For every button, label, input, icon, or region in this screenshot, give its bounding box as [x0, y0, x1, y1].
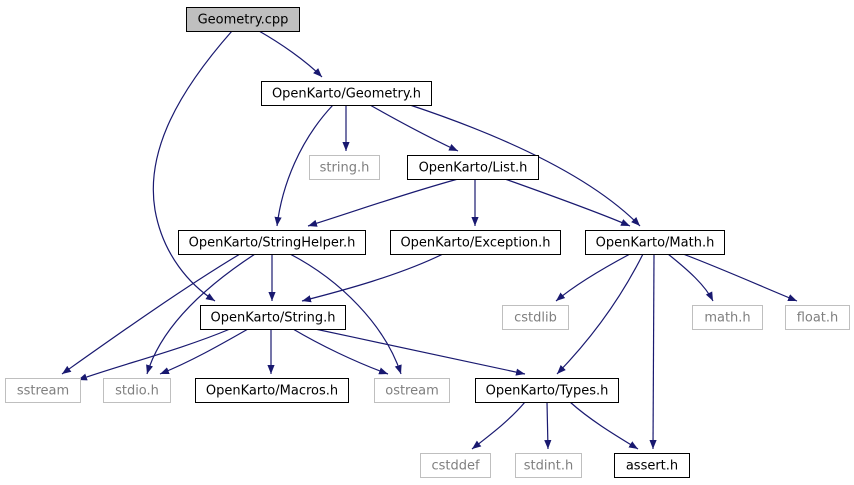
node-sstream: sstream: [5, 378, 81, 403]
node-label: stdio.h: [115, 384, 159, 399]
node-label: sstream: [17, 384, 69, 399]
edge-ok-math-h-to-ok-types-h: [556, 253, 644, 375]
node-ok-list-h[interactable]: OpenKarto/List.h: [407, 155, 539, 180]
node-label: float.h: [797, 311, 839, 326]
node-math-h: math.h: [692, 305, 763, 330]
edge-ok-exception-h-to-ok-string-h: [301, 253, 444, 303]
edge-ok-string-h-to-ok-types-h: [314, 328, 526, 376]
node-label: ostream: [385, 384, 439, 399]
edge-ok-string-h-to-stdio-h: [159, 328, 249, 375]
node-label: Geometry.cpp: [198, 13, 289, 28]
node-label: OpenKarto/Macros.h: [206, 384, 338, 399]
node-box: [785, 305, 850, 330]
edge-ok-types-h-to-stdint-h: [544, 401, 552, 450]
node-cstddef: cstddef: [420, 453, 491, 478]
edge-geometry-cpp-to-ok-string-h: [152, 30, 233, 302]
node-ok-macros-h[interactable]: OpenKarto/Macros.h: [195, 378, 349, 403]
edge-ok-math-h-to-math-h: [667, 253, 714, 302]
node-label: string.h: [320, 161, 370, 176]
node-box: [374, 378, 450, 403]
edge-ok-list-h-to-ok-stringhelper-h: [307, 178, 459, 227]
edge-ok-geometry-h-to-ok-math-h: [409, 104, 641, 227]
edge-ok-list-h-to-ok-math-h: [504, 178, 631, 227]
node-ok-stringhelper-h[interactable]: OpenKarto/StringHelper.h: [178, 230, 366, 255]
node-label: stdint.h: [524, 459, 573, 474]
node-label: OpenKarto/Exception.h: [400, 236, 550, 251]
node-cstdlib: cstdlib: [502, 305, 569, 330]
node-box: [309, 155, 380, 180]
node-assert-h[interactable]: assert.h: [614, 453, 690, 478]
node-box: [407, 155, 539, 180]
node-label: OpenKarto/Types.h: [486, 384, 609, 399]
node-label: OpenKarto/Math.h: [596, 236, 715, 251]
node-label: OpenKarto/String.h: [211, 311, 336, 326]
edge-ok-string-h-to-sstream: [77, 328, 231, 381]
node-ok-geometry-h[interactable]: OpenKarto/Geometry.h: [261, 81, 432, 106]
node-box: [200, 305, 346, 330]
node-box: [515, 453, 582, 478]
edge-ok-math-h-to-float-h: [682, 253, 798, 302]
node-box: [502, 305, 569, 330]
edge-ok-stringhelper-h-to-sstream: [61, 253, 241, 375]
node-ok-string-h[interactable]: OpenKarto/String.h: [200, 305, 346, 330]
node-label: OpenKarto/StringHelper.h: [189, 236, 356, 251]
edge-ok-geometry-h-to-ok-list-h: [369, 104, 459, 152]
node-string-h: string.h: [309, 155, 380, 180]
node-label: OpenKarto/Geometry.h: [272, 87, 421, 102]
node-box: [186, 7, 300, 32]
edge-ok-math-h-to-assert-h: [649, 253, 657, 450]
node-box: [5, 378, 81, 403]
node-label: assert.h: [626, 459, 678, 474]
node-label: cstdlib: [514, 311, 557, 326]
edge-ok-stringhelper-h-to-stdio-h: [146, 253, 256, 375]
edge-ok-types-h-to-assert-h: [569, 401, 639, 450]
node-label: math.h: [704, 311, 750, 326]
edges-layer: [61, 30, 798, 450]
edge-ok-string-h-to-ostream: [292, 328, 389, 375]
node-ok-types-h[interactable]: OpenKarto/Types.h: [475, 378, 619, 403]
node-geometry-cpp[interactable]: Geometry.cpp: [186, 7, 300, 32]
node-label: cstddef: [431, 459, 480, 474]
node-box: [195, 378, 349, 403]
node-ok-math-h[interactable]: OpenKarto/Math.h: [585, 230, 725, 255]
node-box: [692, 305, 763, 330]
edge-ok-math-h-to-cstdlib: [555, 253, 631, 302]
edge-geometry-cpp-to-ok-geometry-h: [258, 30, 323, 78]
node-stdio-h: stdio.h: [103, 378, 171, 403]
node-box: [261, 81, 432, 106]
edge-ok-stringhelper-h-to-ostream: [289, 253, 402, 375]
node-box: [390, 230, 561, 255]
node-float-h: float.h: [785, 305, 850, 330]
edge-ok-types-h-to-cstddef: [471, 401, 526, 450]
node-box: [614, 453, 690, 478]
node-box: [475, 378, 619, 403]
node-label: OpenKarto/List.h: [419, 161, 528, 176]
node-ok-exception-h[interactable]: OpenKarto/Exception.h: [390, 230, 561, 255]
node-box: [178, 230, 366, 255]
node-box: [103, 378, 171, 403]
node-box: [585, 230, 725, 255]
node-box: [420, 453, 491, 478]
edge-ok-geometry-h-to-ok-stringhelper-h: [274, 104, 334, 227]
node-ostream: ostream: [374, 378, 450, 403]
node-stdint-h: stdint.h: [515, 453, 582, 478]
